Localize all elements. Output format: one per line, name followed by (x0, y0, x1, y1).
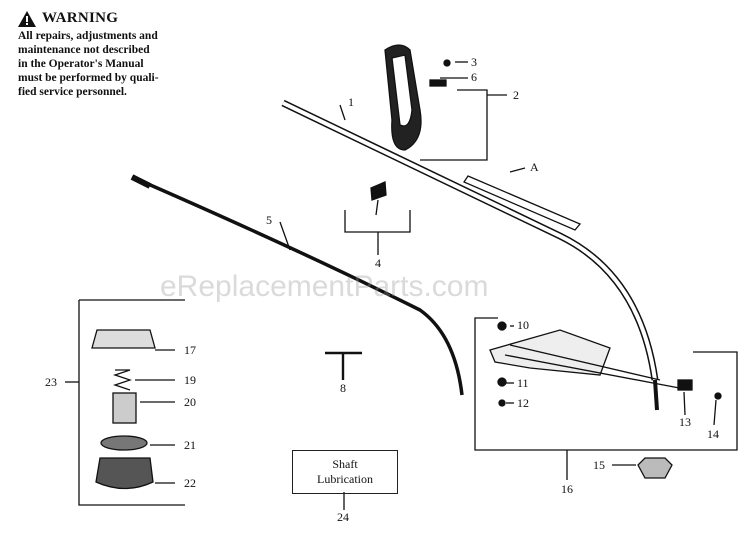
callout-10: 10 (517, 318, 529, 332)
warning-line: All repairs, adjustments and (18, 30, 158, 42)
shaft-lubrication-box: Shaft Lubrication (292, 450, 398, 494)
callout-22: 22 (184, 476, 196, 490)
callout-20: 20 (184, 395, 196, 409)
wrench (325, 351, 362, 380)
callout-12: 12 (517, 396, 529, 410)
warning-line: maintenance not described (18, 44, 150, 56)
clamp (370, 181, 387, 201)
warning-triangle-icon (18, 10, 36, 27)
warning-line: must be performed by quali- (18, 72, 159, 84)
callout-15: 15 (593, 458, 605, 472)
warning-line: fied service personnel. (18, 86, 127, 98)
callout-8: 8 (340, 381, 346, 395)
shaft-tube (281, 99, 659, 381)
warning-line: in the Operator's Manual (18, 58, 144, 70)
callout-1: 1 (348, 95, 354, 109)
callout-11: 11 (517, 376, 529, 390)
callout-4: 4 (375, 256, 381, 270)
lubrication-line-2: Lubrication (317, 472, 373, 486)
callout-3: 3 (471, 55, 477, 69)
warning-title: WARNING (42, 10, 119, 26)
callout-16: 16 (561, 482, 573, 496)
cap (91, 329, 156, 349)
watermark: eReplacementParts.com (160, 270, 489, 303)
warning-block: WARNING All repairs, adjustments and mai… (18, 10, 228, 99)
nut (637, 457, 673, 479)
callout-17: 17 (184, 343, 196, 357)
callout-a: A (530, 160, 539, 174)
callout-14: 14 (707, 427, 719, 441)
callout-19: 19 (184, 373, 196, 387)
callout-23: 23 (45, 375, 57, 389)
callout-6: 6 (471, 70, 477, 84)
callout-21: 21 (184, 438, 196, 452)
callout-13: 13 (679, 415, 691, 429)
callout-2: 2 (513, 88, 519, 102)
lubrication-line-1: Shaft (332, 457, 358, 471)
callout-24: 24 (337, 510, 349, 524)
part-a-strip (463, 175, 582, 231)
drive-cable (131, 175, 464, 396)
gear-head (489, 329, 611, 376)
callout-5: 5 (266, 213, 272, 227)
